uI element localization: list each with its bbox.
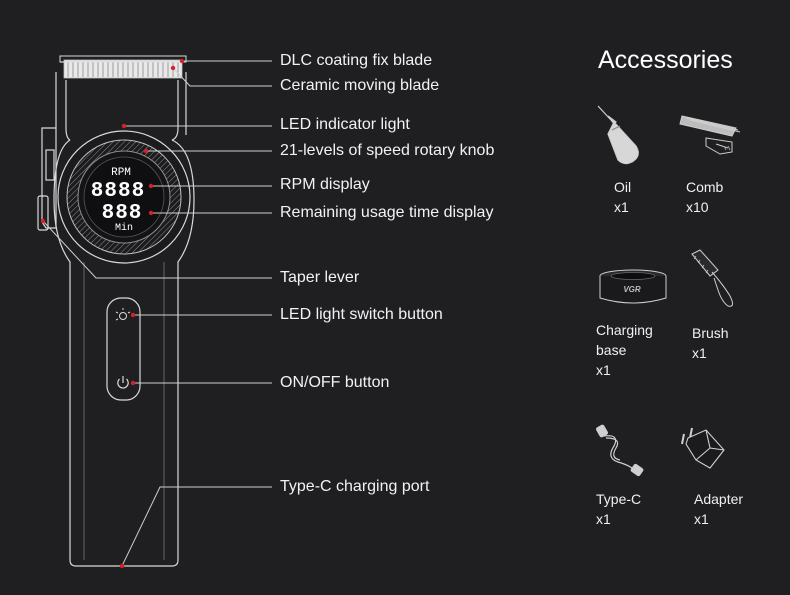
min-label: Min — [115, 222, 133, 234]
accessory-typec-cable: Type-C x1 — [596, 489, 641, 529]
accessory-name-line2: base — [596, 342, 627, 358]
oil-bottle-icon — [597, 105, 639, 165]
callout-led-indicator: LED indicator light — [280, 116, 410, 133]
accessory-qty: x1 — [614, 199, 629, 215]
time-digits: 888 — [102, 202, 143, 225]
lcd-display: RPM 8888 888 Min — [91, 167, 145, 234]
led-light-switch-icon — [115, 308, 131, 321]
button-panel — [106, 297, 141, 401]
accessories-title: Accessories — [598, 46, 733, 74]
accessory-name: Brush — [692, 325, 729, 341]
charging-base-icon: VGR — [599, 269, 667, 304]
taper-lever-housing — [41, 127, 57, 229]
rotary-knob — [57, 130, 191, 264]
accessory-qty: x1 — [694, 511, 709, 527]
rpm-label: RPM — [111, 167, 131, 179]
callout-taper-lever: Taper lever — [280, 269, 360, 286]
callout-typec-port: Type-C charging port — [280, 478, 430, 495]
usb-cable-icon — [595, 424, 644, 477]
rpm-digits: 8888 — [91, 180, 145, 203]
callout-dlc-blade: DLC coating fix blade — [280, 52, 433, 69]
accessory-name: Adapter — [694, 491, 744, 507]
accessory-qty: x10 — [686, 199, 709, 215]
accessory-qty: x1 — [596, 511, 611, 527]
accessory-brush: Brush x1 — [692, 323, 729, 363]
guard-comb-icon — [679, 115, 741, 155]
callout-power-button: ON/OFF button — [280, 374, 390, 391]
accessory-name: Type-C — [596, 491, 642, 507]
cleaning-brush-icon — [691, 249, 734, 307]
callout-rpm-display: RPM display — [280, 176, 370, 193]
accessory-adapter: Adapter x1 — [694, 489, 743, 529]
callout-led-switch: LED light switch button — [280, 306, 443, 323]
power-icon — [117, 376, 129, 389]
blade-assembly — [59, 55, 187, 79]
accessory-charging-base: Charging base x1 — [596, 320, 653, 380]
taper-lever — [37, 195, 49, 231]
callout-time-display: Remaining usage time display — [280, 204, 494, 221]
accessory-qty: x1 — [692, 345, 707, 361]
power-adapter-icon — [681, 427, 725, 469]
accessory-oil: Oil x1 — [614, 177, 631, 217]
accessory-name: Oil — [614, 179, 632, 195]
accessory-name: Comb — [686, 179, 724, 195]
accessory-name-line1: Charging — [596, 322, 653, 338]
accessory-comb: Comb x10 — [686, 177, 723, 217]
callout-ceramic-blade: Ceramic moving blade — [280, 77, 440, 94]
accessory-qty: x1 — [596, 362, 611, 378]
callout-speed-knob: 21-levels of speed rotary knob — [280, 142, 495, 159]
callout-markers — [40, 58, 185, 569]
callout-leader-lines — [42, 60, 272, 567]
charging-base-logo: VGR — [623, 285, 641, 294]
